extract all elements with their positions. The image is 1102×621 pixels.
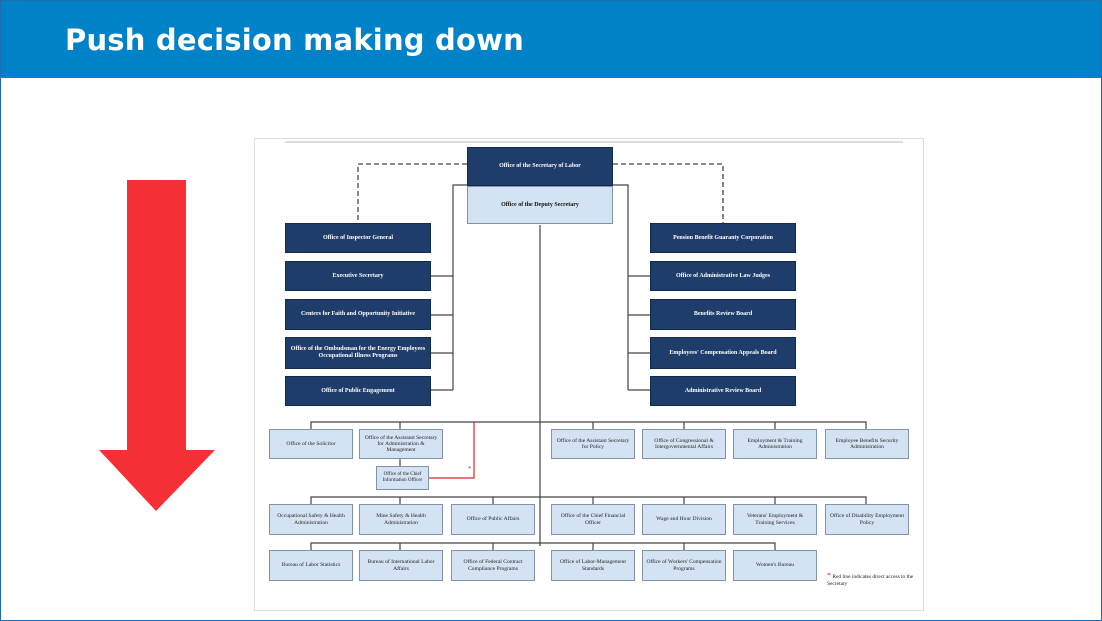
box-vets: Veterans' Employment & Training Services: [733, 504, 817, 535]
box-asam: Office of the Assistant Secretary for Ad…: [359, 429, 443, 459]
box-executive-secretary: Executive Secretary: [285, 261, 431, 291]
org-chart-connectors: *: [285, 141, 903, 550]
slide-title: Push decision making down: [65, 23, 524, 57]
box-osha: Occupational Safety & Health Administrat…: [269, 504, 353, 535]
org-chart: * Office of the Secretary of Labor Offic…: [254, 138, 924, 611]
red-line-footnote: * Red line indicates direct access to th…: [827, 571, 917, 588]
box-secretary: Office of the Secretary of Labor: [467, 147, 613, 186]
box-cfo: Office of the Chief Financial Officer: [551, 504, 635, 535]
svg-text:*: *: [468, 465, 472, 473]
box-msha: Mine Safety & Health Administration: [359, 504, 443, 535]
footnote-mark: *: [827, 571, 831, 580]
box-benefits-review-board: Benefits Review Board: [650, 299, 796, 330]
box-ilab: Bureau of International Labor Affairs: [359, 550, 443, 581]
box-owcp: Office of Workers' Compensation Programs: [642, 550, 726, 581]
box-odep: Office of Disability Employment Policy: [825, 504, 909, 535]
box-public-affairs: Office of Public Affairs: [451, 504, 535, 535]
box-ombudsman-energy: Office of the Ombudsman for the Energy E…: [285, 337, 431, 369]
box-admin-law-judges: Office of Administrative Law Judges: [650, 261, 796, 291]
box-bls: Bureau of Labor Statistics: [269, 550, 353, 581]
box-eta: Employment & Training Administration: [733, 429, 817, 459]
box-ofccp: Office of Federal Contract Compliance Pr…: [451, 550, 535, 581]
box-cio: Office of the Chief Information Officer: [376, 466, 429, 490]
box-faith-opportunity: Centers for Faith and Opportunity Initia…: [285, 299, 431, 330]
box-public-engagement: Office of Public Engagement: [285, 376, 431, 406]
down-arrow-icon: [99, 180, 215, 511]
box-olms: Office of Labor-Management Standards: [551, 550, 635, 581]
box-ebsa: Employee Benefits Security Administratio…: [825, 429, 909, 459]
box-inspector-general: Office of Inspector General: [285, 223, 431, 253]
footnote-text: Red line indicates direct access to the …: [827, 574, 914, 587]
box-ecab: Employees' Compensation Appeals Board: [650, 337, 796, 369]
box-deputy-secretary: Office of the Deputy Secretary: [467, 186, 613, 224]
box-administrative-review-board: Administrative Review Board: [650, 376, 796, 406]
box-congressional-affairs: Office of Congressional & Intergovernmen…: [642, 429, 726, 459]
box-womens-bureau: Women's Bureau: [733, 550, 817, 581]
box-solicitor: Office of the Solicitor: [269, 429, 353, 459]
box-asp: Office of the Assistant Secretary for Po…: [551, 429, 635, 459]
box-wage-hour: Wage and Hour Division: [642, 504, 726, 535]
box-pbgc: Pension Benefit Guaranty Corporation: [650, 223, 796, 253]
title-bar: Push decision making down: [1, 1, 1101, 78]
